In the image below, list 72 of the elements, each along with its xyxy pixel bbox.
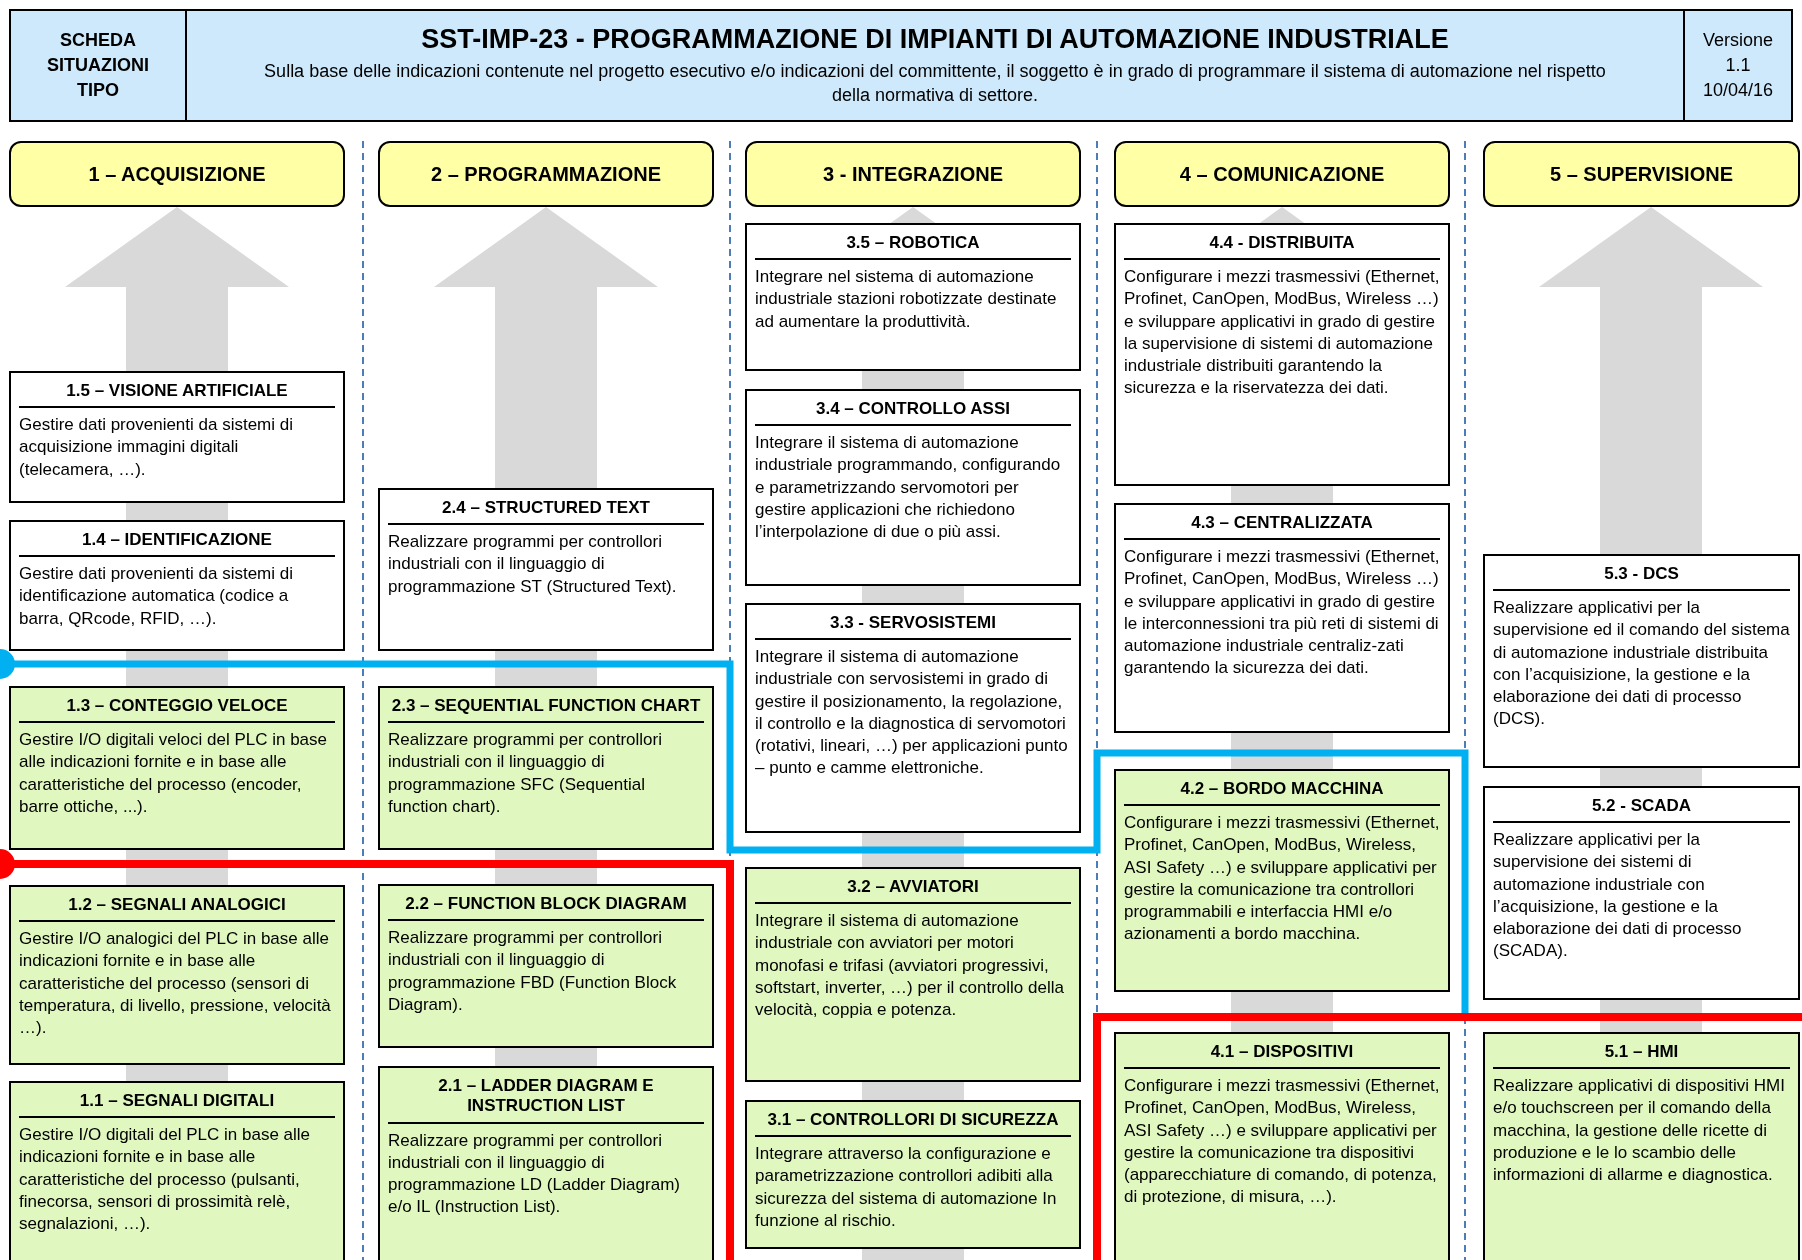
card-heading: 2.1 – LADDER DIAGRAM E INSTRUCTION LIST bbox=[388, 1068, 704, 1124]
card-description: Gestire I/O digitali del PLC in base alle indicazioni fornite e in base alle caratteristiche del processo (pulsanti, finecorsa, sensori di prossimità relè, segnalazioni, …). bbox=[19, 1124, 312, 1235]
card-description: Configurare i mezzi trasmessivi (Ethernet, Profinet, CanOpen, ModBus, Wireless, ASI Safety …) e sviluppare applicativi per gestire la comunicazione tra dispositivi (apparecchiature di comando, di potenza, di protezione, di misura, …). bbox=[1124, 1075, 1440, 1208]
competence-card bbox=[9, 520, 345, 651]
version-label: Versione 1.1 10/04/16 bbox=[1702, 28, 1774, 103]
column-header: 4 – COMUNICAZIONE bbox=[1114, 141, 1450, 207]
card-heading: 1.2 – SEGNALI ANALOGICI bbox=[19, 887, 335, 923]
sheet-title: SST-IMP-23 - PROGRAMMAZIONE DI IMPIANTI DI AUTOMAZIONE INDUSTRIALE bbox=[421, 23, 1449, 55]
competence-card bbox=[378, 884, 714, 1048]
competence-card bbox=[1483, 786, 1800, 1000]
sheet-description: Sulla base delle indicazioni contenute nel progetto esecutivo e/o indicazioni del committente, il soggetto è in grado di programmare il sistema di automazione nel rispetto della normativa di settore. bbox=[263, 59, 1607, 107]
card-description: Integrare il sistema di automazione industriale con avviatori per motori monofasi e trifasi (avviatori progressivi, softstart, inverter, …) per il controllo della velocità, coppia e potenza. bbox=[755, 910, 1065, 1021]
card-heading: 5.1 – HMI bbox=[1493, 1034, 1790, 1070]
card-description: Gestire I/O analogici del PLC in base alle indicazioni fornite e in base alle caratteristiche del processo (sensori di temperatura, di livello, pressione, velocità …). bbox=[19, 928, 332, 1039]
card-description: Integrare attraverso la configurazione e parametrizzazione controllori adibiti alla sicurezza del sistema di automazione In funzione al rischio. bbox=[755, 1143, 1058, 1232]
column-header: 1 – ACQUISIZIONE bbox=[9, 141, 345, 207]
card-heading: 5.3 - DCS bbox=[1493, 556, 1790, 592]
card-heading: 2.2 – FUNCTION BLOCK DIAGRAM bbox=[388, 886, 704, 922]
card-heading: 2.4 – STRUCTURED TEXT bbox=[388, 490, 704, 526]
card-heading: 4.3 – CENTRALIZZATA bbox=[1124, 505, 1440, 541]
competence-card bbox=[9, 885, 345, 1065]
card-heading: 1.4 – IDENTIFICAZIONE bbox=[19, 522, 335, 558]
competence-card bbox=[9, 1081, 345, 1260]
card-description: Realizzare programmi per controllori industriali con il linguaggio di programmazione SFC (Sequential function chart). bbox=[388, 729, 663, 818]
competence-card bbox=[9, 686, 345, 850]
competence-card bbox=[745, 603, 1081, 833]
competence-card bbox=[745, 1100, 1081, 1249]
competence-card bbox=[745, 867, 1081, 1082]
card-description: Configurare i mezzi trasmessivi (Ethernet, Profinet, CanOpen, ModBus, Wireless, ASI Safety …) e sviluppare applicativi per gestire la comunicazione tra controllori programmabili e interfaccia HMI e/o azionamenti a bordo macchina. bbox=[1124, 812, 1440, 945]
card-heading: 3.4 – CONTROLLO ASSI bbox=[755, 391, 1071, 427]
competence-card bbox=[1483, 554, 1800, 768]
competence-card bbox=[378, 686, 714, 850]
card-description: Realizzare applicativi di dispositivi HMI e/o touchscreen per il comando della macchina, la gestione delle ricette di produzione e le lo scambio delle informazioni di allarme e diagnostica. bbox=[1493, 1075, 1786, 1186]
card-description: Configurare i mezzi trasmessivi (Ethernet, Profinet, CanOpen, ModBus, Wireless …) e sviluppare applicativi in grado di gestire le interconnessioni tra più reti di sistemi di automazione industriale centraliz-zati garantendo la sicurezza dei dati. bbox=[1124, 546, 1440, 679]
card-heading: 3.3 - SERVOSISTEMI bbox=[755, 605, 1071, 641]
card-heading: 4.2 – BORDO MACCHINA bbox=[1124, 771, 1440, 807]
card-heading: 2.3 – SEQUENTIAL FUNCTION CHART bbox=[388, 688, 704, 724]
card-description: Integrare nel sistema di automazione industriale stazioni robotizzate destinate ad aumentare la produttività. bbox=[755, 266, 1058, 333]
competence-card bbox=[378, 488, 714, 651]
card-description: Gestire dati provenienti da sistemi di acquisizione immagini digitali (telecamera, …). bbox=[19, 414, 295, 481]
card-description: Realizzare programmi per controllori industriali con il linguaggio di programmazione FBD (Function Block Diagram). bbox=[388, 927, 678, 1016]
competence-card bbox=[745, 389, 1081, 586]
card-description: Integrare il sistema di automazione industriale programmando, configurando e parametrizzando servomotori per gestire applicazioni che richiedono l’interpolazione di due o più assi. bbox=[755, 432, 1062, 543]
card-heading: 4.4 - DISTRIBUITA bbox=[1124, 225, 1440, 261]
card-description: Gestire I/O digitali veloci del PLC in base alle indicazioni fornite e in base alle caratteristiche del processo (encoder, barre ottiche, ...). bbox=[19, 729, 329, 818]
competence-card bbox=[1483, 1032, 1800, 1260]
competence-card bbox=[1114, 223, 1450, 486]
card-heading: 5.2 - SCADA bbox=[1493, 788, 1790, 824]
competence-card bbox=[9, 371, 345, 503]
competence-card bbox=[745, 223, 1081, 371]
column-header: 5 – SUPERVISIONE bbox=[1483, 141, 1800, 207]
card-description: Realizzare applicativi per la supervisione dei sistemi di automazione industriale con l’acquisizione, la gestione e la elaborazione dei dati di processo (SCADA). bbox=[1493, 829, 1743, 962]
column-header: 3 - INTEGRAZIONE bbox=[745, 141, 1081, 207]
card-heading: 3.5 – ROBOTICA bbox=[755, 225, 1071, 261]
card-heading: 1.1 – SEGNALI DIGITALI bbox=[19, 1083, 335, 1119]
column-header: 2 – PROGRAMMAZIONE bbox=[378, 141, 714, 207]
card-heading: 4.1 – DISPOSITIVI bbox=[1124, 1034, 1440, 1070]
card-description: Integrare il sistema di automazione industriale con servosistemi in grado di gestire il posizionamento, la regolazione, il controllo e la diagnostica di servomotori (rotativi, lineari, …) per applicazioni punto – punto e camme elettroniche. bbox=[755, 646, 1069, 779]
card-description: Configurare i mezzi trasmessivi (Ethernet, Profinet, CanOpen, ModBus, Wireless …) e sviluppare applicativi in grado di gestire la supervisione di sistemi di automazione industriale distribuiti garantendo la sicurezza e la riservatezza dei dati. bbox=[1124, 266, 1440, 399]
card-heading: 3.1 – CONTROLLORI DI SICUREZZA bbox=[755, 1102, 1071, 1138]
competence-card bbox=[1114, 503, 1450, 733]
sheet-type-label: SCHEDA SITUAZIONI TIPO bbox=[47, 28, 149, 103]
card-description: Gestire dati provenienti da sistemi di identificazione automatica (codice a barra, QRcode, RFID, …). bbox=[19, 563, 295, 630]
card-heading: 1.3 – CONTEGGIO VELOCE bbox=[19, 688, 335, 724]
competence-card bbox=[1114, 769, 1450, 992]
competence-card bbox=[1114, 1032, 1450, 1260]
card-description: Realizzare programmi per controllori industriali con il linguaggio di programmazione LD (Ladder Diagram) e/o IL (Instruction List). bbox=[388, 1129, 681, 1219]
card-description: Realizzare applicativi per la supervisione ed il comando del sistema di automazione industriale distribuita con l’acquisizione, la gestione e la elaborazione dei dati di processo (DCS). bbox=[1493, 597, 1790, 730]
card-heading: 3.2 – AVVIATORI bbox=[755, 869, 1071, 905]
card-heading: 1.5 – VISIONE ARTIFICIALE bbox=[19, 373, 335, 409]
competence-card bbox=[378, 1066, 714, 1260]
card-description: Realizzare programmi per controllori industriali con il linguaggio di programmazione ST (Structured Text). bbox=[388, 531, 678, 598]
